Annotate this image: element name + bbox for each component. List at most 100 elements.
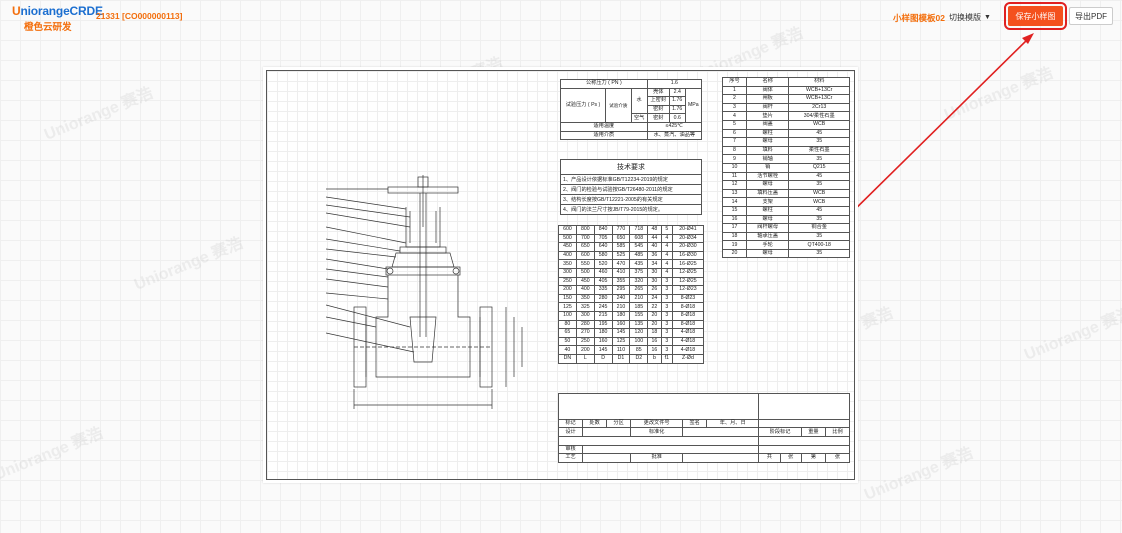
dims-cell: 44 <box>647 233 662 244</box>
parts-cell: 阀杆螺母 <box>745 223 790 233</box>
parts-cell: 手轮 <box>745 240 790 250</box>
dims-cell: 125 <box>558 302 577 312</box>
parts-cell: 35 <box>788 154 850 164</box>
dims-cell: 800 <box>575 225 595 235</box>
parts-cell: WCB <box>788 188 850 199</box>
parts-cell: 阀盖 <box>745 119 790 130</box>
dims-cell: 520 <box>593 259 613 269</box>
dims-cell: 600 <box>558 225 577 235</box>
dims-cell: 350 <box>558 259 577 269</box>
dims-cell: 8-Ø18 <box>671 310 705 321</box>
dims-cell: 4 <box>660 233 673 244</box>
blank-cell <box>758 435 850 446</box>
parts-cell: 5 <box>722 119 747 130</box>
switch-template-dropdown[interactable]: 切换模版 ▼ <box>946 8 994 26</box>
dims-cell: 320 <box>629 276 649 287</box>
dims-cell: 545 <box>629 242 649 252</box>
save-sample-button[interactable]: 保存小样图 <box>1004 2 1067 30</box>
dims-cell: 135 <box>629 319 649 330</box>
dims-cell: 145 <box>593 345 613 355</box>
dims-cell: 770 <box>611 225 631 235</box>
dims-cell: 24 <box>647 293 662 304</box>
dims-header: D <box>593 353 613 364</box>
sheet-suffix-label: 张 <box>824 453 851 463</box>
stage-mark-label: 阶段标记 <box>758 427 802 437</box>
dims-cell: 280 <box>593 293 613 304</box>
watermark: Uniorange 赛浩 <box>131 234 246 294</box>
tech-item: 4、阀门的法兰尺寸按JB/T79-2015的规定。 <box>563 207 664 213</box>
dims-cell: 450 <box>558 242 577 252</box>
drawing-canvas[interactable]: 公称压力 ( PN )1.6 试验压力 ( Ps ) 试验介质 水 壳体 2.4… <box>263 67 858 483</box>
parts-cell: 阀杆 <box>745 102 790 113</box>
parts-cell: WCB <box>788 197 850 207</box>
dims-cell: 550 <box>575 259 595 269</box>
dims-cell: 100 <box>629 336 649 347</box>
pressure-row-name: 上密封 <box>646 96 670 106</box>
dims-cell: 120 <box>629 328 649 338</box>
tech-requirements: 技术要求 1、产品设计依据标准GB/T12234-2019的规定 2、阀门的检验… <box>560 159 702 215</box>
scale-label: 比例 <box>824 427 851 437</box>
dims-cell: 718 <box>629 225 649 235</box>
dims-cell: 30 <box>647 276 662 287</box>
dims-cell: 270 <box>575 328 595 338</box>
dims-cell: 450 <box>575 276 595 287</box>
pressure-unit: MPa <box>684 87 703 123</box>
parts-cell: 2 <box>722 94 747 104</box>
blank-cell <box>582 427 632 437</box>
parts-cell: 304/柔性石墨 <box>788 111 850 121</box>
parts-cell: 阀体 <box>745 85 790 96</box>
dims-cell: 200 <box>575 345 595 355</box>
dims-header: DN <box>558 353 577 364</box>
dims-cell: 155 <box>629 310 649 321</box>
parts-cell: 铜合金 <box>788 223 850 233</box>
parts-cell: 螺柱 <box>745 205 790 216</box>
dims-cell: 4-Ø18 <box>671 336 705 347</box>
dims-cell: 3 <box>660 302 673 312</box>
parts-cell: WCB+13Cr <box>788 85 850 96</box>
dims-cell: 400 <box>558 250 577 261</box>
dims-cell: 145 <box>611 328 631 338</box>
parts-cell: 45 <box>788 128 850 139</box>
dims-cell: 20-Ø34 <box>671 233 705 244</box>
test-medium-label: 试验介质 <box>605 87 632 123</box>
parts-header: 名称 <box>745 77 790 87</box>
dims-cell: 85 <box>629 345 649 355</box>
parts-cell: 填料 <box>745 145 790 156</box>
dims-cell: 80 <box>558 319 577 330</box>
medium-label: 适用介质 <box>560 130 648 141</box>
dims-cell: 250 <box>558 276 577 287</box>
dims-cell: 295 <box>611 285 631 295</box>
top-bar: UniorangeCRDE 橙色云研发 21331 [CO000000113] … <box>0 0 1122 34</box>
parts-cell: 10 <box>722 162 747 173</box>
dims-cell: 180 <box>593 328 613 338</box>
parts-cell: 螺母 <box>745 180 790 190</box>
dims-cell: 485 <box>629 250 649 261</box>
revision-header: 签名 <box>682 418 708 429</box>
parts-cell: 螺母 <box>745 137 790 147</box>
standardize-label: 标准化 <box>630 427 684 437</box>
parts-cell: 螺母 <box>745 214 790 225</box>
dims-cell: 280 <box>575 319 595 330</box>
dims-cell: 16-Ø25 <box>671 259 705 269</box>
dims-cell: 20 <box>647 310 662 321</box>
process-label: 工艺 <box>557 453 584 463</box>
watermark: Uniorange 赛浩 <box>941 64 1056 124</box>
parts-cell: 19 <box>722 240 747 250</box>
dims-cell: 500 <box>575 267 595 278</box>
sheets-label: 张 <box>779 453 802 463</box>
test-pressure-label: 试验压力 ( Ps ) <box>559 87 607 123</box>
export-pdf-button[interactable]: 导出PDF <box>1069 7 1113 25</box>
dims-cell: 580 <box>593 250 613 261</box>
blank-cell <box>682 427 760 437</box>
dims-cell: 65 <box>558 328 577 338</box>
